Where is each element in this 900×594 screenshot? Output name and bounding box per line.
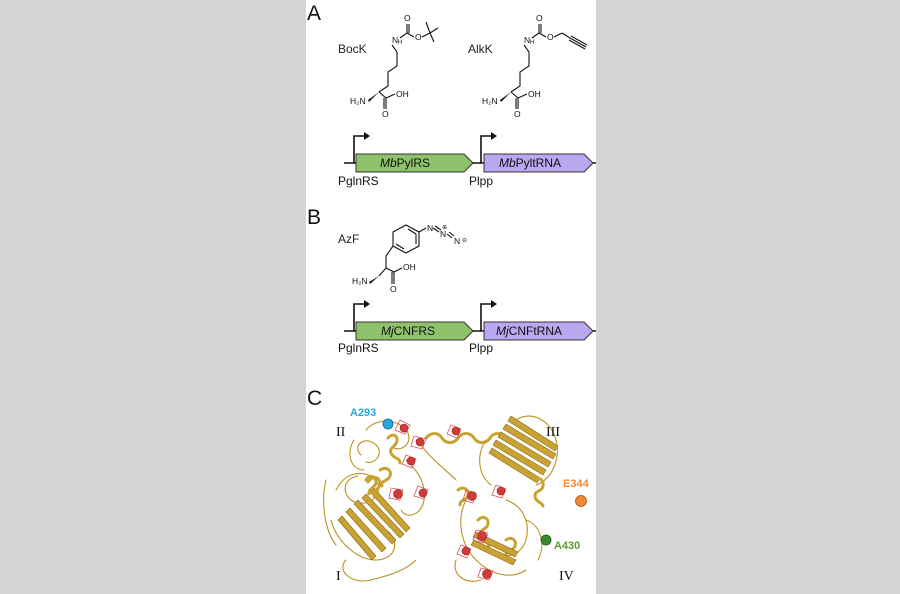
alkk-label: AlkK <box>468 42 493 56</box>
panel-a-letter: A <box>307 2 321 25</box>
alkk-carbonyl-o: O <box>536 13 543 23</box>
bock-acid-o: O <box>382 109 389 119</box>
azf-n1: N <box>427 223 433 233</box>
panel-b-letter: B <box>307 206 321 229</box>
mbpylrs-gene-arrow <box>355 153 474 173</box>
azf-n3: N <box>454 236 460 246</box>
promoter-plpp-b: Plpp <box>469 341 493 355</box>
azf-minus: ⊖ <box>462 238 467 244</box>
mbpyltrna-gene-arrow <box>483 153 594 173</box>
azf-structure <box>369 224 455 284</box>
a430-site-marker <box>540 534 552 546</box>
bock-carbonyl-o: O <box>404 13 411 23</box>
a293-site-marker <box>382 418 394 430</box>
bock-h: H <box>398 40 402 46</box>
promoter-pglnrs-a: PglnRS <box>338 174 379 188</box>
mjcnftrna-gene-label: MjCNFtRNA <box>496 324 562 338</box>
mjcnftrna-gene-arrow <box>483 321 594 341</box>
domain-iii-label: III <box>546 425 560 440</box>
bock-acid-oh: OH <box>396 89 409 99</box>
azf-acid-oh: OH <box>403 262 416 272</box>
alkk-acid-o: O <box>514 109 521 119</box>
mjcnfrs-gene-label: MjCNFRS <box>381 324 435 338</box>
alkk-n: N <box>524 35 530 45</box>
promoter-pglnrs-b: PglnRS <box>338 341 379 355</box>
azf-label: AzF <box>338 232 359 246</box>
alkk-ester-o: O <box>547 32 554 42</box>
azf-plus: ⊕ <box>442 225 447 231</box>
azf-acid-o: O <box>390 284 397 294</box>
alkk-amine: H₂N <box>482 96 498 106</box>
panel-c-letter: C <box>307 387 322 410</box>
azf-n2: N <box>440 229 446 239</box>
promoter-plpp-a: Plpp <box>469 174 493 188</box>
mbpyltrna-gene-label: MbPyltRNA <box>499 156 561 170</box>
bock-label: BocK <box>338 42 367 56</box>
a430-label: A430 <box>554 540 580 552</box>
bock-amine: H₂N <box>350 96 366 106</box>
bock-ester-o: O <box>415 32 422 42</box>
e344-site-marker <box>575 495 587 507</box>
bock-n: N <box>392 35 398 45</box>
domain-iv-label: IV <box>559 569 574 584</box>
figure-svg: A BocK N H O O H₂N OH O AlkK <box>307 2 596 584</box>
domain-ii-label: II <box>336 425 346 440</box>
e344-label: E344 <box>563 478 590 490</box>
heme-iron-spheres <box>393 423 506 579</box>
protein-structure <box>323 415 559 582</box>
alkk-structure <box>500 24 588 109</box>
figure-panel: A BocK N H O O H₂N OH O AlkK <box>306 0 596 594</box>
a293-label: A293 <box>350 407 376 419</box>
mbpylrs-gene-label: MbPylRS <box>380 156 430 170</box>
alkk-acid-oh: OH <box>528 89 541 99</box>
bock-structure <box>368 21 439 109</box>
mjcnfrs-gene-arrow <box>355 321 474 341</box>
domain-i-label: I <box>336 569 341 584</box>
azf-amine: H₂N <box>352 276 368 286</box>
alkk-h: H <box>530 40 534 46</box>
